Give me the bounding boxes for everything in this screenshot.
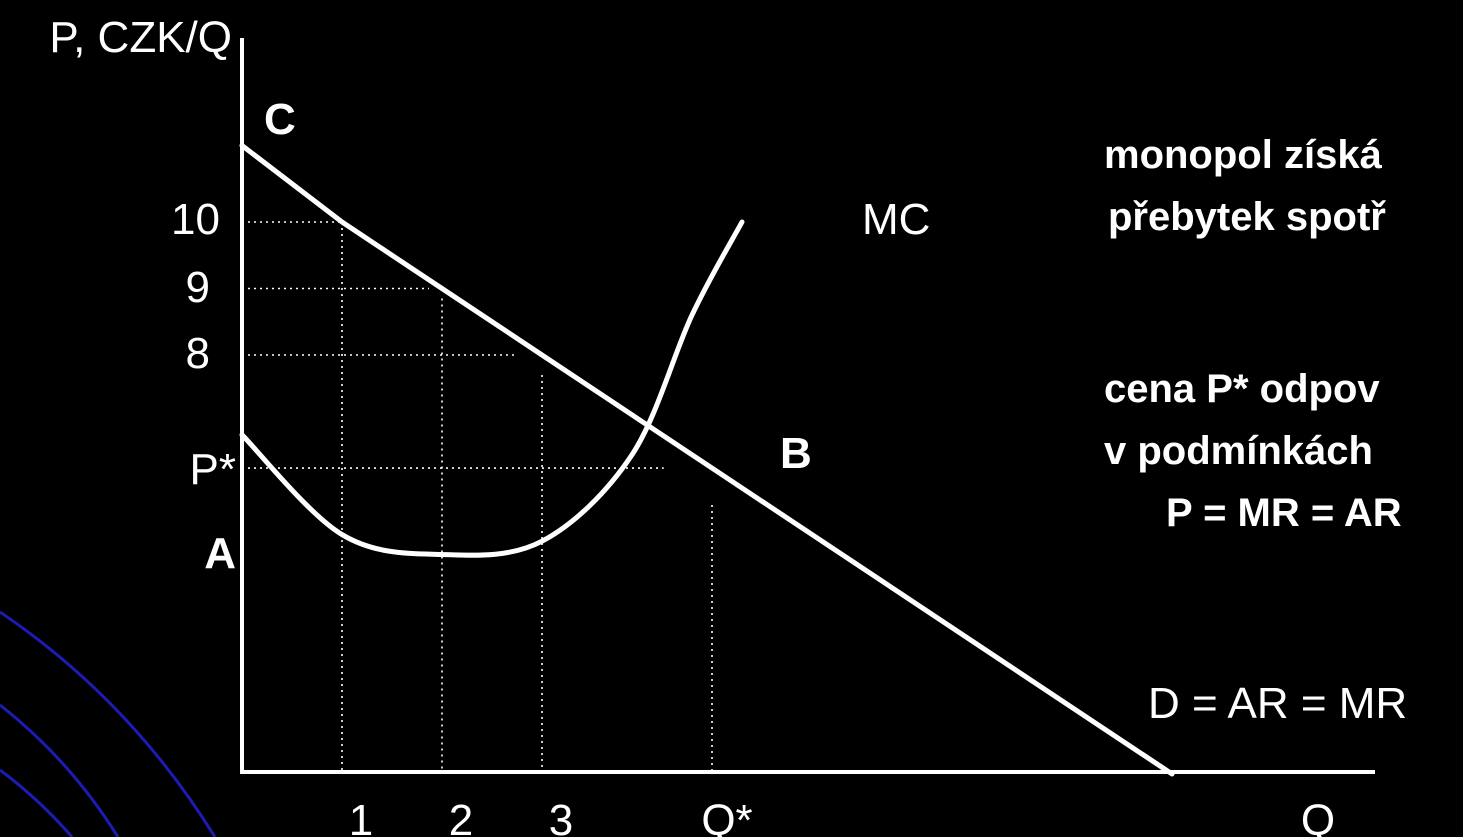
y-tick-8: 8 (186, 329, 210, 378)
note-2-line-3: P = MR = AR (1166, 491, 1402, 535)
y-tick-10: 10 (171, 195, 220, 244)
point-label-b: B (780, 429, 812, 478)
x-tick-3: 3 (549, 796, 573, 837)
y-axis-label: P, CZK/Q (49, 13, 232, 62)
decor-arc-1 (0, 610, 217, 837)
x-tick-2: 2 (449, 796, 473, 837)
x-tick-qstar: Q* (701, 796, 752, 837)
x-tick-1: 1 (349, 796, 373, 837)
decorative-arcs (0, 610, 217, 837)
demand-curve (239, 143, 1175, 777)
series-label-demand: D = AR = MR (1148, 679, 1407, 728)
decor-arc-3 (0, 768, 74, 837)
point-label-a: A (204, 529, 236, 578)
note-2-line-1: cena P* odpov (1104, 367, 1380, 411)
point-label-c: C (264, 95, 296, 144)
series-label-mc: MC (862, 195, 930, 244)
note-1-line-1: monopol získá (1104, 133, 1383, 177)
y-tick-9: 9 (186, 263, 210, 312)
guide-lines (242, 221, 713, 772)
note-2-line-2: v podmínkách (1104, 429, 1373, 473)
y-tick-pstar: P* (190, 445, 236, 494)
decor-arc-2 (0, 703, 120, 837)
mc-curve (239, 219, 745, 558)
x-axis-label: Q (1301, 796, 1335, 837)
note-1-line-2: přebytek spotř (1108, 195, 1386, 239)
